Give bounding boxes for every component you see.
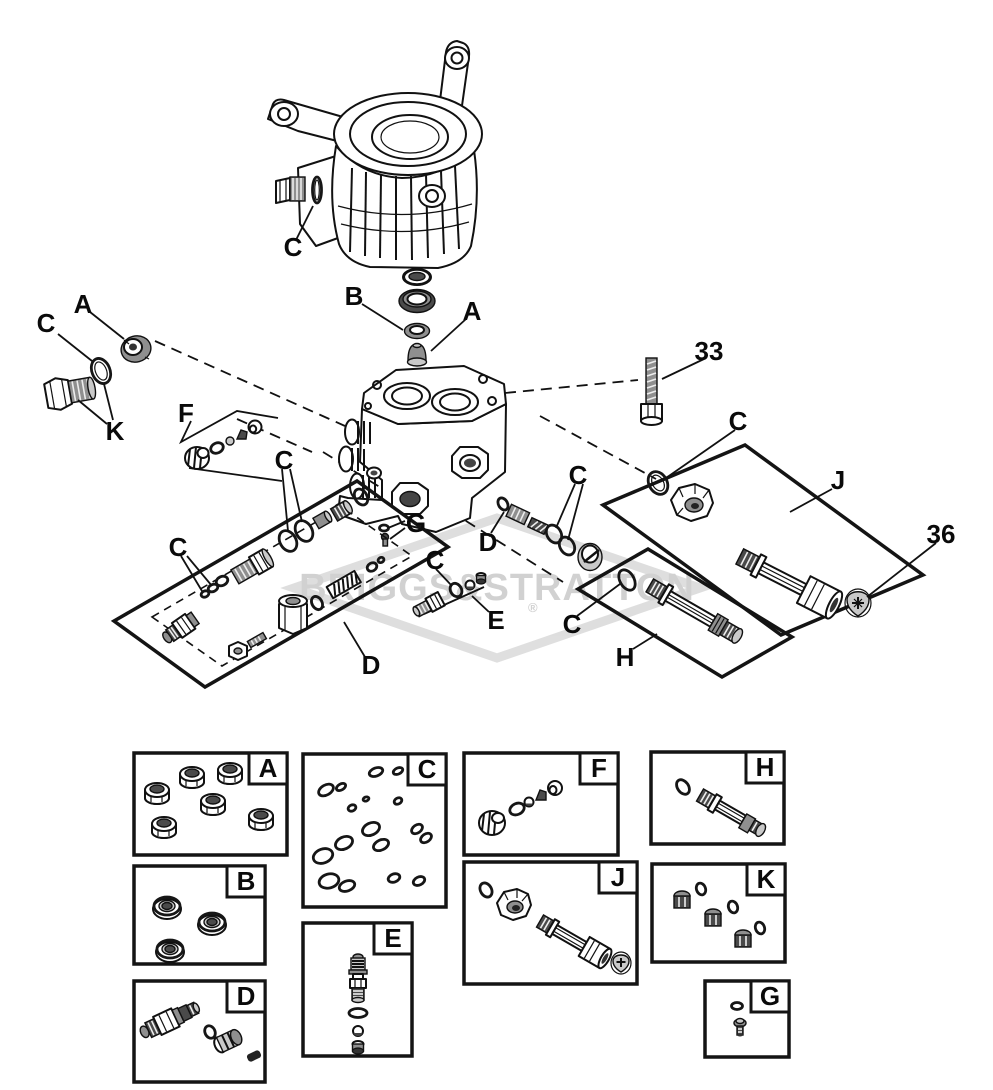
callout-k: K <box>106 416 125 446</box>
kit-box-h: H <box>649 750 786 846</box>
housing-plug-and-oring <box>275 175 323 205</box>
svg-text:®: ® <box>528 600 538 615</box>
kit-box-d: D <box>132 979 267 1084</box>
kit-box-f: F <box>462 751 620 857</box>
kit-d-parts <box>139 1001 262 1062</box>
kit-label-e: E <box>384 923 401 953</box>
callout-j-box: J <box>831 465 845 495</box>
kit-box-j: J <box>462 860 639 986</box>
thermal-relief-group-f <box>178 410 283 482</box>
callout-e: E <box>487 605 504 635</box>
kit-f-parts <box>478 780 563 836</box>
callout-c-left: C <box>37 308 56 338</box>
kit-label-g: G <box>760 981 780 1011</box>
kit-b-seals <box>152 895 227 963</box>
kit-e-parts <box>347 953 369 1055</box>
briggs-stratton-watermark: BRIGGS&STRATTON ® <box>280 513 714 663</box>
piston-seal-stack <box>398 268 436 367</box>
inlet-knob-nut <box>670 483 714 522</box>
callout-c-outlet-tube: C <box>563 609 582 639</box>
callout-leader-lines <box>57 205 937 658</box>
svg-text:BRIGGS&STRATTON: BRIGGS&STRATTON <box>299 567 695 609</box>
kit-label-b: B <box>237 866 256 896</box>
hex-drain-plug-k <box>43 376 97 411</box>
kit-box-c: C <box>301 752 448 909</box>
kit-label-j: J <box>611 862 625 892</box>
kit-label-h: H <box>756 752 775 782</box>
unloader-coupler <box>229 548 275 585</box>
callout-d-checkvalve: D <box>479 527 498 557</box>
callout-d-box: D <box>362 650 381 680</box>
kit-box-a: A <box>132 751 289 857</box>
callout-c-outlet-valve: C <box>426 545 445 575</box>
callout-h-box: H <box>616 642 635 672</box>
left-port-fitting <box>120 335 152 363</box>
callout-a-cone: A <box>463 296 482 326</box>
kit-box-e: E <box>301 921 414 1058</box>
kit-label-d: D <box>237 981 256 1011</box>
fastener-group-g <box>378 523 390 547</box>
callout-36: 36 <box>927 519 956 549</box>
kit-label-k: K <box>757 864 776 894</box>
callout-c-checkvalve: C <box>569 460 588 490</box>
kit-box-g: G <box>703 979 791 1059</box>
kit-label-c: C <box>418 754 437 784</box>
kit-k-plugs <box>673 881 767 948</box>
outlet-valve-group-e <box>412 572 487 618</box>
kit-c-orings <box>311 766 433 893</box>
callout-g: G <box>406 508 426 538</box>
inlet-tube-box-j <box>599 443 927 637</box>
kit-box-b: B <box>132 864 267 966</box>
kit-label-a: A <box>259 753 278 783</box>
outlet-tube <box>645 577 744 644</box>
callout-a-left: A <box>74 289 93 319</box>
callout-c-unloader-upper: C <box>275 445 294 475</box>
callout-c-unloader-lower: C <box>169 532 188 562</box>
callout-b-seals: B <box>345 281 364 311</box>
bolt-33 <box>640 357 663 426</box>
inlet-tube <box>734 547 844 620</box>
unloader-piston-spring <box>228 555 386 661</box>
pump-housing <box>267 40 483 269</box>
callout-c-inlet-tube: C <box>729 406 748 436</box>
kit-label-f: F <box>591 753 607 783</box>
kit-h-tube <box>675 778 767 838</box>
callout-c-housing: C <box>284 232 303 262</box>
check-valve-row-d <box>496 496 603 572</box>
unloader-stem <box>162 611 201 644</box>
unloader-kit-box-d <box>110 478 452 690</box>
callouts: C B A A C K F C G C D C C E C D H 33 C J… <box>37 232 956 680</box>
inlet-cap-36 <box>844 588 872 618</box>
kit-a-cap-nuts <box>144 762 274 839</box>
left-oring <box>89 357 113 385</box>
kit-j-parts <box>478 881 632 975</box>
callout-f: F <box>178 398 194 428</box>
outlet-tube-box-h <box>574 546 796 680</box>
kit-box-k: K <box>650 862 787 964</box>
callout-33: 33 <box>695 336 724 366</box>
kit-g-parts <box>730 1001 747 1037</box>
